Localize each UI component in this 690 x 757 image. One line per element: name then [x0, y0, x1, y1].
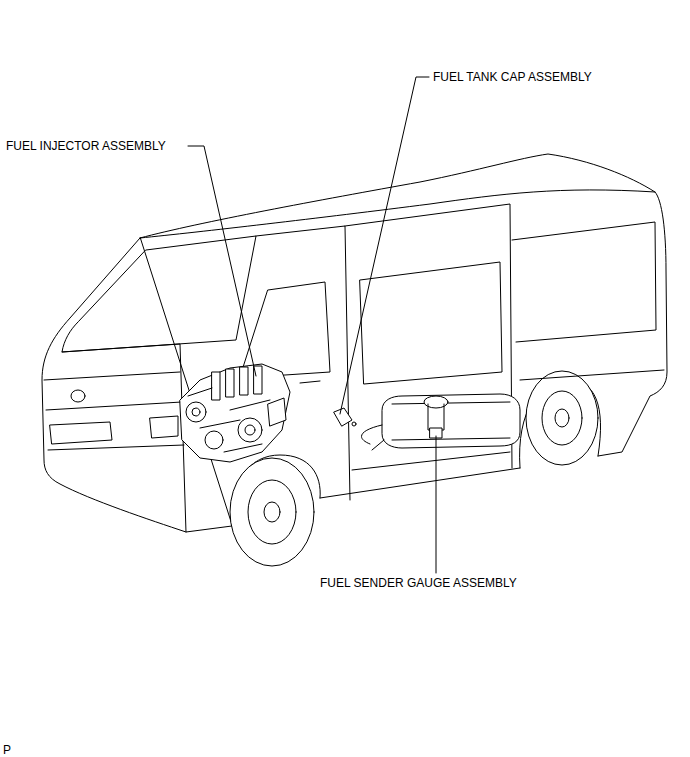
- leader-line: [340, 77, 429, 414]
- leader-line: [436, 436, 437, 573]
- part-label: FUEL TANK CAP ASSEMBLY: [432, 70, 593, 84]
- part-label: FUEL INJECTOR ASSEMBLY: [5, 139, 167, 153]
- leader-line: [188, 146, 256, 376]
- figure-code: P: [2, 743, 12, 757]
- part-label: FUEL SENDER GAUGE ASSEMBLY: [319, 576, 518, 590]
